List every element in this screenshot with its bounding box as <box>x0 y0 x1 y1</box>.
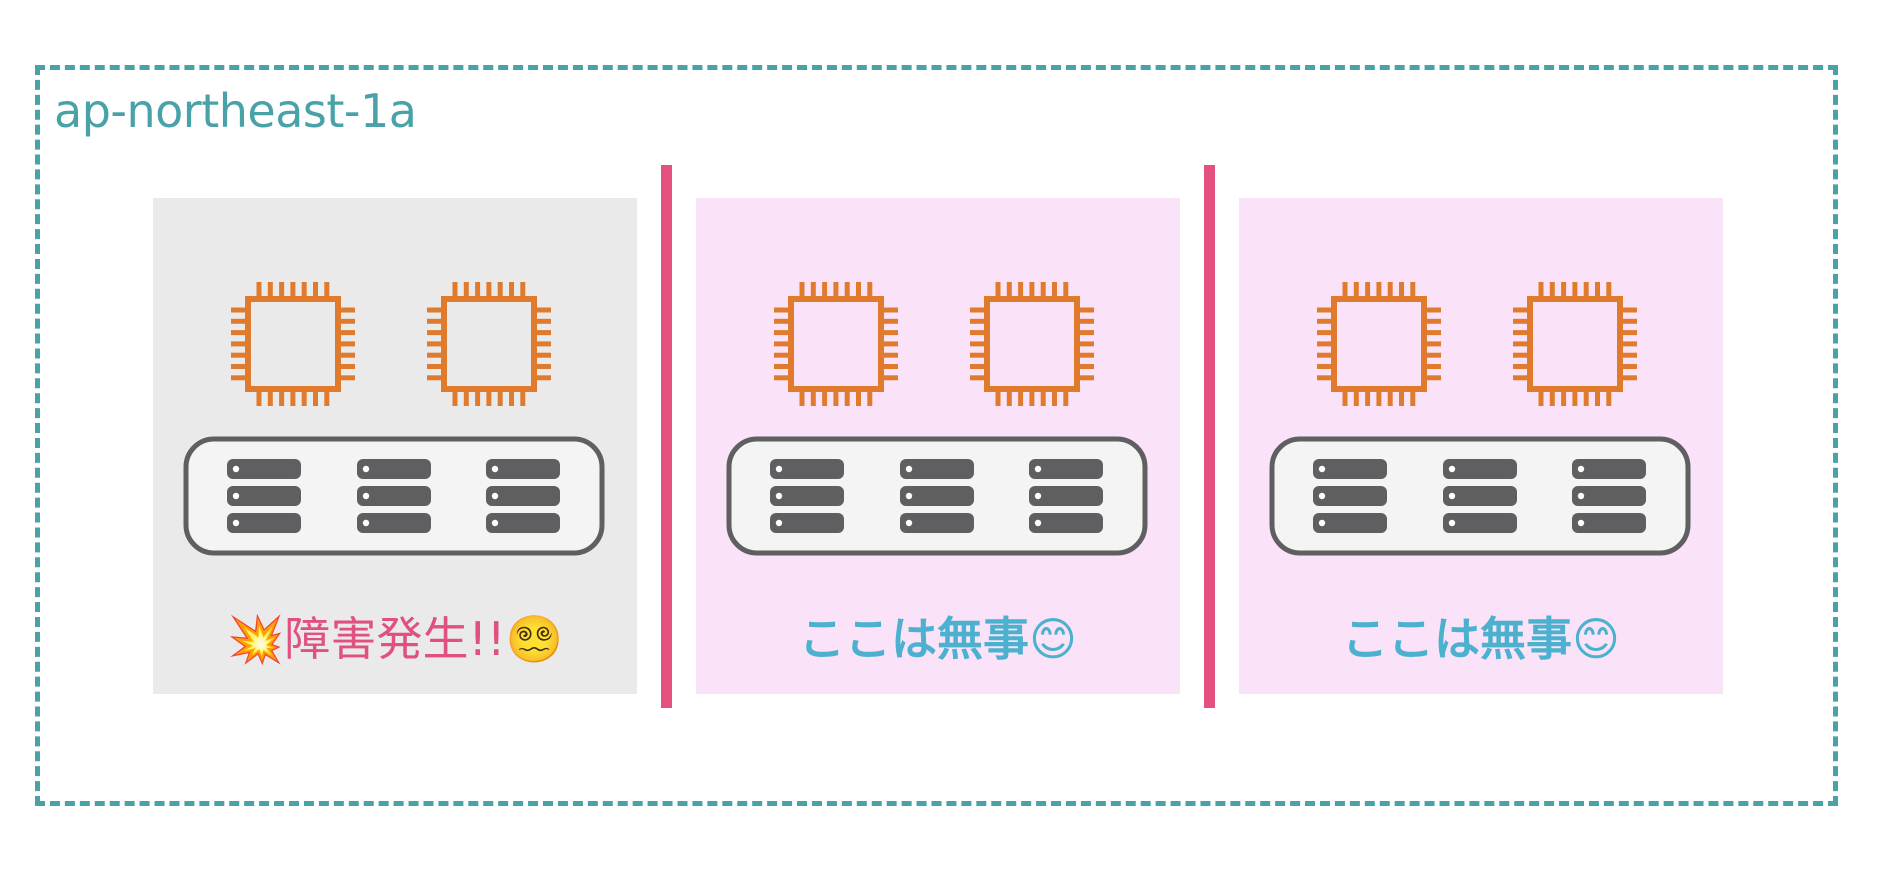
cell-status-caption: ここは無事😊 <box>1342 612 1620 666</box>
server-rack-icon <box>183 436 605 556</box>
cell-background <box>1239 198 1723 694</box>
cell-status-caption: ここは無事😊 <box>799 612 1077 666</box>
cpu-chip-icon <box>1513 282 1637 406</box>
cpu-chip-icon <box>1317 282 1441 406</box>
cell-divider <box>661 165 672 708</box>
cpu-chip-icon <box>774 282 898 406</box>
server-rack-icon <box>1269 436 1691 556</box>
cell-healthy: ここは無事😊 <box>1239 198 1723 694</box>
server-rack-icon <box>726 436 1148 556</box>
availability-zone-boundary: ap-northeast-1a <box>35 65 1838 806</box>
cell-failed: 💥障害発生!!😵‍💫 <box>153 198 637 694</box>
availability-zone-label: ap-northeast-1a <box>54 84 417 138</box>
cpu-chip-icon <box>231 282 355 406</box>
cell-healthy: ここは無事😊 <box>696 198 1180 694</box>
cell-background <box>153 198 637 694</box>
cell-status-caption: 💥障害発生!!😵‍💫 <box>227 612 563 666</box>
cell-background <box>696 198 1180 694</box>
cpu-chip-icon <box>970 282 1094 406</box>
cell-divider <box>1204 165 1215 708</box>
cpu-chip-icon <box>427 282 551 406</box>
